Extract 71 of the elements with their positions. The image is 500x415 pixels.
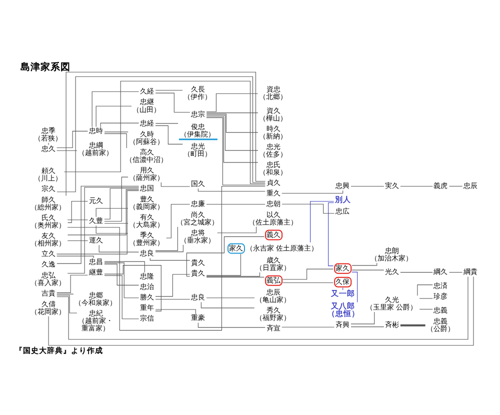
connector — [328, 202, 334, 266]
connector — [400, 272, 432, 273]
connector — [206, 204, 265, 205]
connector — [56, 186, 139, 264]
connector — [206, 254, 241, 276]
connector — [154, 125, 182, 144]
connector — [95, 106, 132, 128]
connector — [56, 256, 94, 258]
connector — [350, 326, 384, 328]
connector — [100, 122, 139, 128]
connector — [206, 114, 258, 133]
connector — [91, 91, 139, 128]
connector — [351, 272, 358, 303]
connector — [56, 190, 139, 254]
connector — [166, 204, 190, 238]
connector — [448, 272, 462, 273]
connector — [66, 200, 88, 223]
connector — [154, 123, 178, 124]
connector — [197, 188, 265, 192]
connector — [418, 298, 432, 299]
connector — [416, 284, 432, 296]
connector — [206, 117, 265, 186]
connector — [350, 312, 374, 324]
connector — [104, 262, 139, 298]
connector — [206, 114, 258, 151]
connector — [104, 264, 139, 286]
connector — [310, 201, 334, 243]
connector — [104, 261, 144, 273]
connector — [200, 302, 254, 308]
connector — [282, 268, 333, 280]
connector — [56, 274, 88, 293]
connector — [66, 186, 139, 274]
connector — [342, 287, 343, 290]
connector — [282, 282, 333, 284]
connector — [206, 116, 258, 163]
connector — [66, 186, 265, 331]
connector — [104, 176, 128, 222]
connector — [197, 322, 265, 328]
connector — [104, 265, 161, 312]
connector — [206, 276, 264, 278]
connector — [104, 188, 139, 220]
connector — [281, 204, 334, 214]
connector — [95, 208, 128, 218]
connector — [56, 295, 77, 314]
connector — [154, 298, 190, 300]
connector — [104, 133, 126, 148]
connector — [216, 226, 256, 234]
connector — [66, 189, 139, 236]
connector — [281, 326, 334, 328]
connector — [154, 274, 190, 297]
connector — [149, 258, 190, 261]
connector — [56, 150, 77, 151]
connector — [418, 308, 432, 310]
connector — [154, 226, 178, 251]
diagram-title: 島津家系図 — [20, 62, 70, 74]
connector — [154, 309, 196, 314]
connector — [98, 244, 139, 252]
connector — [95, 225, 128, 234]
connector — [281, 190, 343, 194]
connector — [104, 223, 128, 224]
connector — [104, 275, 139, 320]
connector — [56, 130, 88, 148]
connector — [186, 236, 264, 276]
connector — [206, 272, 260, 277]
connector — [206, 112, 258, 114]
connector — [206, 93, 258, 112]
connector — [351, 262, 377, 266]
connector — [154, 92, 190, 113]
connector — [154, 244, 183, 252]
connector — [400, 324, 425, 326]
connector — [66, 240, 88, 242]
